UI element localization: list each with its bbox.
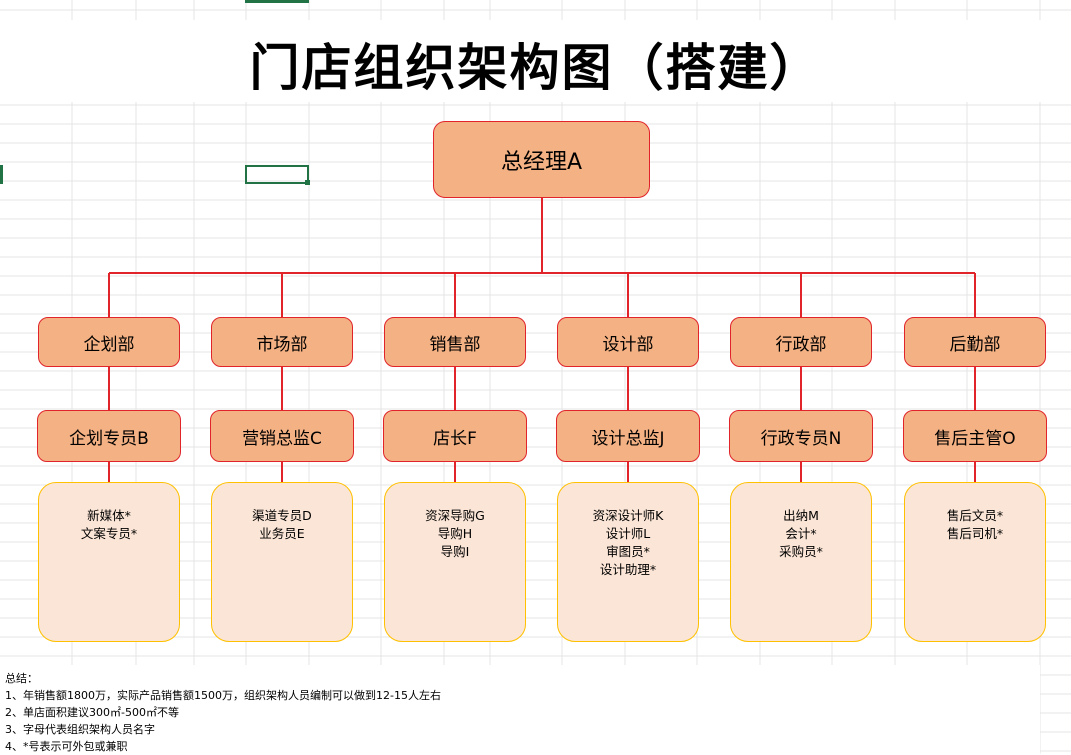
- department-label: 设计部: [602, 334, 654, 355]
- lead-box[interactable]: 店长F: [383, 410, 527, 462]
- staff-item: 采购员*: [779, 544, 823, 559]
- department-label: 行政部: [775, 334, 827, 355]
- fill-handle[interactable]: [305, 180, 310, 185]
- staff-item: 设计师L: [605, 526, 651, 541]
- personnel-box[interactable]: 资深导购G 导购H 导购I: [384, 482, 526, 642]
- department-box[interactable]: 企划部: [38, 317, 180, 367]
- department-box[interactable]: 后勤部: [904, 317, 1046, 367]
- department-label: 市场部: [256, 334, 308, 355]
- summary-line: 4、*号表示可外包或兼职: [5, 740, 128, 753]
- column-selection-marker: [245, 0, 309, 3]
- summary-notes: 总结： 1、年销售额1800万，实际产品销售额1500万，组织架构人员编制可以做…: [5, 670, 441, 755]
- department-box[interactable]: 行政部: [730, 317, 872, 367]
- department-label: 销售部: [429, 334, 481, 355]
- summary-line: 3、字母代表组织架构人员名字: [5, 723, 155, 736]
- summary-line: 2、单店面积建议300㎡-500㎡不等: [5, 706, 179, 719]
- lead-label: 售后主管O: [934, 428, 1016, 449]
- lead-box[interactable]: 企划专员B: [37, 410, 181, 462]
- staff-item: 文案专员*: [80, 526, 138, 541]
- staff-item: 审图员*: [606, 544, 650, 559]
- staff-item: 渠道专员D: [252, 508, 312, 523]
- selected-cell[interactable]: [245, 165, 309, 184]
- staff-item: 业务员E: [259, 526, 305, 541]
- summary-heading: 总结：: [5, 672, 38, 685]
- lead-box[interactable]: 设计总监J: [556, 410, 700, 462]
- summary-line: 1、年销售额1800万，实际产品销售额1500万，组织架构人员编制可以做到12-…: [5, 689, 441, 702]
- personnel-box[interactable]: 售后文员* 售后司机*: [904, 482, 1046, 642]
- staff-item: 售后文员*: [946, 508, 1004, 523]
- department-box[interactable]: 市场部: [211, 317, 353, 367]
- personnel-box[interactable]: 出纳M 会计* 采购员*: [730, 482, 872, 642]
- staff-item: 出纳M: [783, 508, 819, 523]
- lead-label: 设计总监J: [591, 428, 665, 449]
- staff-item: 设计助理*: [599, 562, 657, 577]
- department-box[interactable]: 销售部: [384, 317, 526, 367]
- ceo-box[interactable]: 总经理A: [433, 121, 650, 198]
- staff-item: 资深导购G: [425, 508, 485, 523]
- staff-item: 导购I: [440, 544, 470, 559]
- staff-item: 导购H: [437, 526, 473, 541]
- staff-item: 资深设计师K: [592, 508, 664, 523]
- lead-box[interactable]: 营销总监C: [210, 410, 354, 462]
- staff-item: 新媒体*: [87, 508, 131, 523]
- lead-label: 营销总监C: [242, 428, 322, 449]
- lead-box[interactable]: 行政专员N: [729, 410, 873, 462]
- personnel-box[interactable]: 渠道专员D 业务员E: [211, 482, 353, 642]
- lead-label: 企划专员B: [69, 428, 149, 449]
- department-label: 后勤部: [949, 334, 1001, 355]
- staff-item: 售后司机*: [946, 526, 1004, 541]
- lead-label: 店长F: [433, 428, 477, 449]
- page-title: 门店组织架构图（搭建）: [249, 39, 822, 97]
- ceo-label: 总经理A: [500, 149, 583, 175]
- personnel-box[interactable]: 新媒体* 文案专员*: [38, 482, 180, 642]
- department-box[interactable]: 设计部: [557, 317, 699, 367]
- lead-label: 行政专员N: [760, 428, 842, 449]
- personnel-box[interactable]: 资深设计师K 设计师L 审图员* 设计助理*: [557, 482, 699, 642]
- row-selection-marker: [0, 165, 3, 184]
- lead-box[interactable]: 售后主管O: [903, 410, 1047, 462]
- staff-item: 会计*: [785, 526, 817, 541]
- department-label: 企划部: [83, 334, 135, 355]
